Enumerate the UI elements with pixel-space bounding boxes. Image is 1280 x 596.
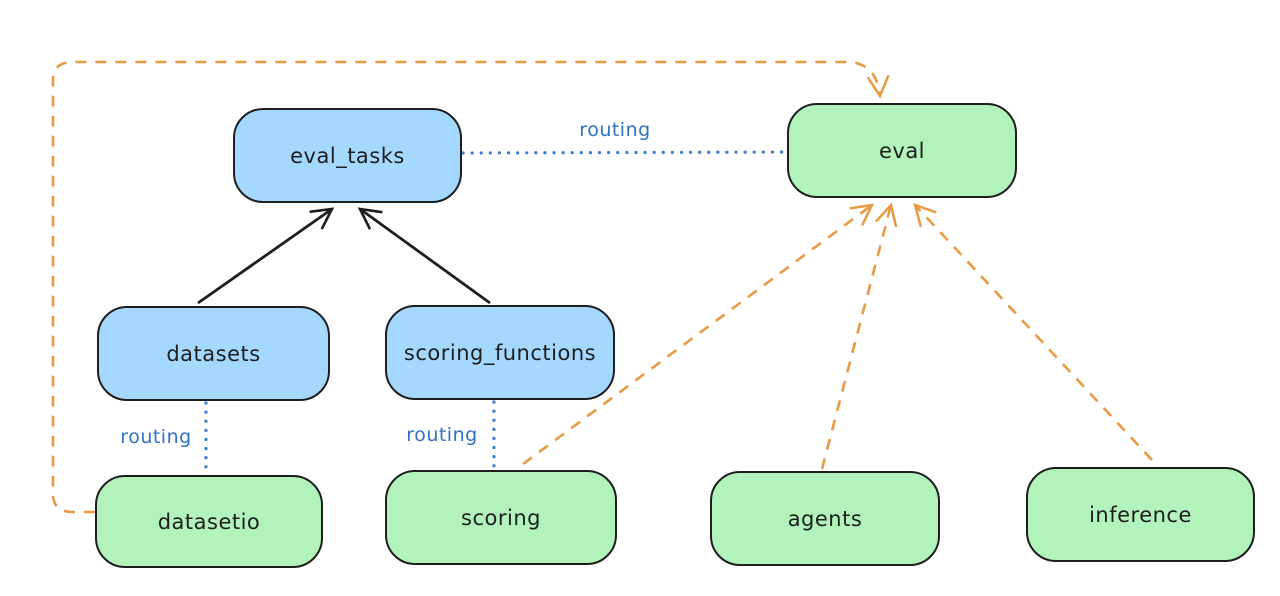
node-datasets-label: datasets bbox=[166, 341, 261, 366]
edge-datasets-to-eval-tasks bbox=[197, 207, 335, 305]
node-scoring-label: scoring bbox=[461, 505, 541, 530]
edge-label-routing-top: routing bbox=[579, 119, 651, 141]
node-datasetio-label: datasetio bbox=[157, 509, 261, 534]
node-eval-tasks: eval_tasks bbox=[233, 108, 462, 203]
node-inference-label: inference bbox=[1089, 502, 1192, 527]
node-datasetio: datasetio bbox=[95, 475, 323, 568]
node-inference: inference bbox=[1026, 467, 1255, 562]
node-agents-label: agents bbox=[787, 506, 863, 531]
edge-eval-tasks-to-eval-routing bbox=[461, 150, 788, 155]
edge-label-routing-left: routing bbox=[120, 426, 192, 448]
node-eval-label: eval bbox=[878, 138, 926, 163]
node-scoring-functions: scoring_functions bbox=[385, 305, 615, 400]
node-scoring-functions-label: scoring_functions bbox=[403, 340, 597, 365]
edge-agents-to-eval bbox=[820, 202, 898, 470]
node-agents: agents bbox=[710, 471, 940, 566]
node-scoring: scoring bbox=[385, 470, 617, 565]
node-datasets: datasets bbox=[97, 306, 330, 401]
edge-label-routing-middle: routing bbox=[406, 424, 478, 446]
node-eval-tasks-label: eval_tasks bbox=[290, 143, 405, 168]
node-eval: eval bbox=[787, 103, 1017, 198]
edge-inference-to-eval bbox=[913, 203, 1153, 461]
edge-scoring-functions-to-eval-tasks bbox=[357, 207, 491, 305]
